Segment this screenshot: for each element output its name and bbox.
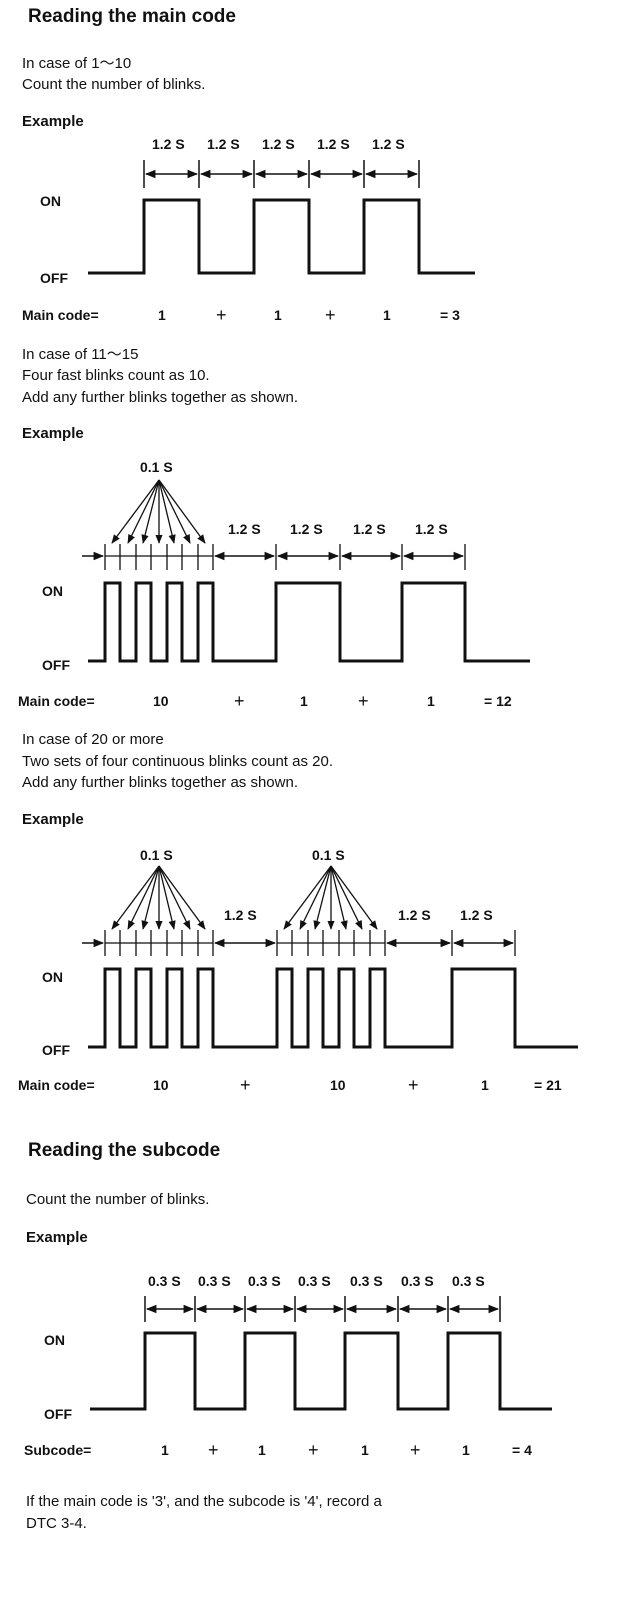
case1-plus: + [325, 305, 336, 325]
case2-result: = 12 [484, 693, 512, 709]
subcode-heading: Reading the subcode [28, 1140, 221, 1161]
case1-interval-label: 1.2 S [372, 136, 405, 152]
case1-interval-label: 1.2 S [152, 136, 185, 152]
case1-term: 1 [274, 307, 282, 323]
case3-interval-label: 1.2 S [398, 907, 431, 923]
case1-interval-label: 1.2 S [317, 136, 350, 152]
subcode-off-label: OFF [44, 1406, 72, 1422]
subcode-interval-label: 0.3 S [198, 1273, 231, 1289]
case3-waveform [88, 967, 578, 1049]
case1-example-label: Example [22, 113, 84, 130]
subcode-plus: + [208, 1440, 219, 1460]
case1-off-label: OFF [40, 270, 68, 286]
case2-on-label: ON [42, 583, 63, 599]
case3-line1: In case of 20 or more [22, 731, 164, 748]
case3-interval-label: 1.2 S [224, 907, 257, 923]
case1-line2: Count the number of blinks. [22, 76, 206, 93]
case2-fast-label: 0.1 S [140, 459, 173, 475]
case3-line2: Two sets of four continuous blinks count… [22, 753, 334, 770]
case2-term: 10 [153, 693, 169, 709]
subcode-term: 1 [462, 1442, 470, 1458]
case3-example-label: Example [22, 811, 84, 828]
case2-term: 1 [427, 693, 435, 709]
case3-fast-label: 0.1 S [140, 847, 173, 863]
subcode-interval-label: 0.3 S [452, 1273, 485, 1289]
case3-line3: Add any further blinks together as shown… [22, 774, 298, 791]
case2-interval-label: 1.2 S [415, 521, 448, 537]
subcode-on-label: ON [44, 1332, 65, 1348]
case2-interval-label: 1.2 S [290, 521, 323, 537]
case1-result: = 3 [440, 307, 460, 323]
case3-plus: + [408, 1075, 419, 1095]
case2-line3: Add any further blinks together as shown… [22, 389, 298, 406]
subcode-plus: + [410, 1440, 421, 1460]
subcode-label: Subcode= [24, 1442, 91, 1458]
case3-term: 10 [153, 1077, 169, 1093]
subcode-waveform [90, 1331, 552, 1411]
subcode-diagram: ON OFF 0.3 S 0.3 S 0.3 S 0.3 S 0.3 S 0.3… [24, 1273, 552, 1460]
case1-line1: In case of 1～10 [22, 55, 132, 72]
case3-term: 10 [330, 1077, 346, 1093]
case2-interval-label: 1.2 S [228, 521, 261, 537]
case3-fast-label: 0.1 S [312, 847, 345, 863]
footer-line1: If the main code is '3', and the subcode… [26, 1493, 382, 1510]
case3-diagram: ON OFF [18, 847, 578, 1095]
case1-term: 1 [158, 307, 166, 323]
case3-plus: + [240, 1075, 251, 1095]
subcode-term: 1 [361, 1442, 369, 1458]
case2-example-label: Example [22, 425, 84, 442]
subcode-plus: + [308, 1440, 319, 1460]
case1-diagram: ON OFF 1.2 S 1.2 S 1.2 S 1.2 S 1.2 S Mai… [22, 136, 475, 325]
case3-interval-label: 1.2 S [460, 907, 493, 923]
subcode-interval-label: 0.3 S [298, 1273, 331, 1289]
case3-main-code-label: Main code= [18, 1077, 95, 1093]
case2-plus: + [358, 691, 369, 711]
case2-off-label: OFF [42, 657, 70, 673]
case1-main-code-label: Main code= [22, 307, 99, 323]
case2-plus: + [234, 691, 245, 711]
subcode-line1: Count the number of blinks. [26, 1191, 210, 1208]
main-code-heading: Reading the main code [28, 6, 236, 27]
case1-plus: + [216, 305, 227, 325]
case1-interval-label: 1.2 S [262, 136, 295, 152]
footer-line2: DTC 3-4. [26, 1515, 87, 1532]
case1-term: 1 [383, 307, 391, 323]
subcode-term: 1 [161, 1442, 169, 1458]
subcode-term: 1 [258, 1442, 266, 1458]
subcode-result: = 4 [512, 1442, 532, 1458]
case2-line1: In case of 11～15 [22, 346, 139, 363]
subcode-example-label: Example [26, 1229, 88, 1246]
case1-interval-label: 1.2 S [207, 136, 240, 152]
subcode-interval-label: 0.3 S [401, 1273, 434, 1289]
case2-waveform [88, 581, 530, 663]
case3-off-label: OFF [42, 1042, 70, 1058]
case2-line2: Four fast blinks count as 10. [22, 367, 210, 384]
subcode-interval-label: 0.3 S [148, 1273, 181, 1289]
case1-waveform [88, 198, 475, 275]
case2-term: 1 [300, 693, 308, 709]
subcode-interval-label: 0.3 S [350, 1273, 383, 1289]
case2-interval-label: 1.2 S [353, 521, 386, 537]
case1-on-label: ON [40, 193, 61, 209]
case3-term: 1 [481, 1077, 489, 1093]
case2-main-code-label: Main code= [18, 693, 95, 709]
case3-result: = 21 [534, 1077, 562, 1093]
case2-diagram: ON OFF 0.1 [18, 459, 530, 711]
case3-on-label: ON [42, 969, 63, 985]
subcode-interval-label: 0.3 S [248, 1273, 281, 1289]
